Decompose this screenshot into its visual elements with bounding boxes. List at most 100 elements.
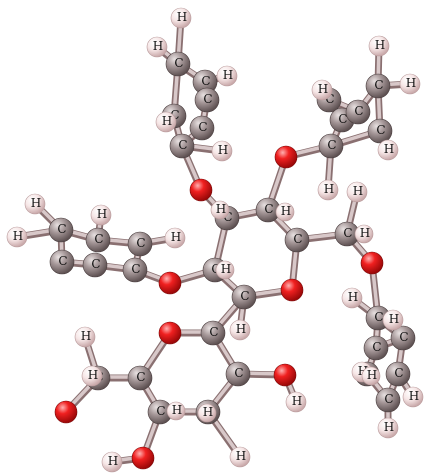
hydrogen-atom: H (81, 365, 103, 387)
oxygen-sphere (189, 178, 213, 202)
hydrogen-sphere (346, 181, 368, 203)
hydrogen-atom: H (377, 139, 399, 161)
oxygen-sphere (273, 363, 297, 387)
hydrogen-sphere (229, 319, 251, 341)
oxygen-atom (158, 271, 182, 295)
hydrogen-sphere (229, 446, 251, 468)
hydrogen-sphere (81, 365, 103, 387)
hydrogen-atom: H (74, 326, 96, 348)
hydrogen-atom: H (6, 226, 28, 248)
hydrogen-sphere (6, 226, 28, 248)
oxygen-sphere (280, 278, 304, 302)
hydrogen-sphere (155, 111, 177, 133)
hydrogen-atom: H (346, 181, 368, 203)
carbon-atom: C (284, 227, 310, 253)
oxygen-sphere (131, 446, 155, 470)
carbon-atom: C (367, 118, 393, 144)
carbon-atom: C (318, 133, 344, 159)
carbon-sphere (365, 73, 391, 99)
hydrogen-atom: H (90, 204, 112, 226)
hydrogen-sphere (146, 36, 168, 58)
carbon-atom: C (200, 320, 226, 346)
carbon-sphere (367, 118, 393, 144)
hydrogen-sphere (285, 391, 307, 413)
carbon-sphere (48, 217, 74, 243)
carbon-sphere (390, 325, 416, 351)
hydrogen-atom: H (24, 193, 46, 215)
carbon-sphere (127, 231, 153, 257)
carbon-atom: C (375, 387, 401, 413)
carbon-atom: C (189, 115, 215, 141)
oxygen-atom (274, 145, 298, 169)
hydrogen-atom: H (146, 36, 168, 58)
carbon-atom: C (385, 361, 411, 387)
hydrogen-sphere (164, 227, 186, 249)
carbon-atom: C (127, 231, 153, 257)
hydrogen-sphere (354, 224, 374, 244)
carbon-sphere (318, 133, 344, 159)
carbon-atom: C (363, 335, 389, 361)
hydrogen-sphere (275, 202, 295, 222)
hydrogen-atom: H (311, 79, 333, 101)
carbon-sphere (122, 257, 148, 283)
carbon-sphere (82, 252, 108, 278)
oxygen-atom (131, 446, 155, 470)
hydrogen-atom: H (354, 224, 374, 244)
oxygen-sphere (360, 251, 384, 275)
carbon-sphere (194, 87, 220, 113)
oxygen-atom (54, 400, 78, 424)
carbon-atom: C (85, 227, 111, 253)
hydrogen-sphere (211, 140, 233, 162)
hydrogen-atom: H (275, 202, 295, 222)
oxygen-sphere (54, 400, 78, 424)
hydrogen-atom: H (170, 7, 192, 29)
hydrogen-atom: H (215, 260, 235, 280)
hydrogen-sphere (377, 139, 399, 161)
hydrogen-atom: H (229, 319, 251, 341)
hydrogen-atom: H (368, 35, 390, 57)
hydrogen-atom: H (317, 179, 339, 201)
hydrogen-sphere (341, 287, 363, 309)
carbon-atom: C (231, 284, 257, 310)
hydrogen-atom: H (164, 227, 186, 249)
hydrogen-sphere (382, 309, 404, 331)
carbon-sphere (231, 284, 257, 310)
hydrogen-sphere (210, 200, 230, 220)
carbon-atom: C (49, 249, 75, 275)
oxygen-sphere (158, 271, 182, 295)
oxygen-atom (360, 251, 384, 275)
hydrogen-atom: H (341, 287, 363, 309)
hydrogen-atom: H (402, 386, 424, 408)
carbon-atom: C (48, 217, 74, 243)
carbon-sphere (189, 115, 215, 141)
carbon-sphere (49, 249, 75, 275)
carbon-atom: C (82, 252, 108, 278)
hydrogen-sphere (74, 326, 96, 348)
carbon-sphere (200, 320, 226, 346)
hydrogen-sphere (170, 7, 192, 29)
hydrogen-atom: H (361, 366, 381, 386)
carbon-sphere (284, 227, 310, 253)
hydrogen-atom: H (399, 73, 421, 95)
hydrogen-sphere (216, 65, 238, 87)
oxygen-atom (280, 278, 304, 302)
hydrogen-sphere (377, 417, 399, 439)
hydrogen-atom: H (216, 65, 238, 87)
carbon-sphere (345, 99, 371, 125)
carbon-atom: C (122, 257, 148, 283)
atoms-layer: CCCCCCCCCCCCCCCCCCCCCCCCCCCCCCCCCCCCHHHH… (6, 7, 424, 473)
hydrogen-atom: H (166, 401, 186, 421)
carbon-sphere (375, 387, 401, 413)
hydrogen-atom: H (285, 391, 307, 413)
oxygen-atom (189, 178, 213, 202)
carbon-sphere (225, 361, 251, 387)
hydrogen-atom: H (382, 309, 404, 331)
hydrogen-sphere (215, 260, 235, 280)
carbon-sphere (85, 227, 111, 253)
carbon-sphere (385, 361, 411, 387)
hydrogen-sphere (399, 73, 421, 95)
hydrogen-sphere (166, 401, 186, 421)
hydrogen-sphere (311, 79, 333, 101)
